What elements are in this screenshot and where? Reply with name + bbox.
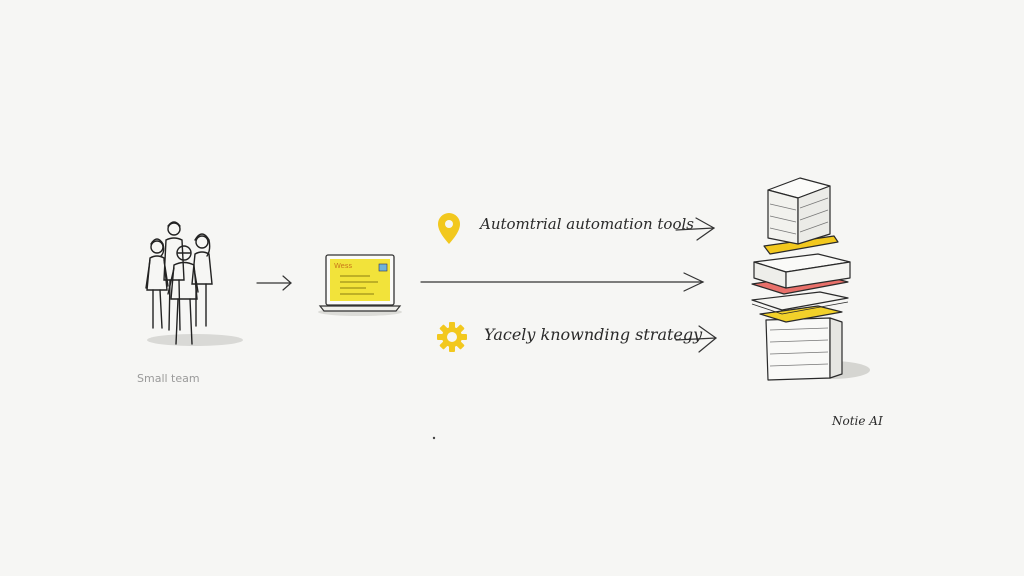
strategy-label: Yacely knownding strategy: [484, 325, 703, 344]
team-label: Small team: [137, 372, 200, 385]
ink-dot: [432, 436, 436, 440]
arrow-strategy: [675, 325, 717, 353]
document-stack-icon: [751, 177, 870, 381]
gear-icon: [437, 322, 467, 352]
arrow-laptop-to-stack: [420, 272, 705, 292]
arrow-team-to-laptop: [256, 275, 292, 291]
location-pin-icon: [438, 213, 460, 244]
laptop-screen-tag: Wess: [334, 262, 353, 270]
automation-label: Automtrial automation tools: [480, 215, 694, 233]
notion-label: Notie AI: [832, 414, 883, 428]
laptop-icon: [318, 254, 402, 316]
people-group-icon: [145, 221, 243, 346]
arrow-automation: [675, 217, 716, 241]
